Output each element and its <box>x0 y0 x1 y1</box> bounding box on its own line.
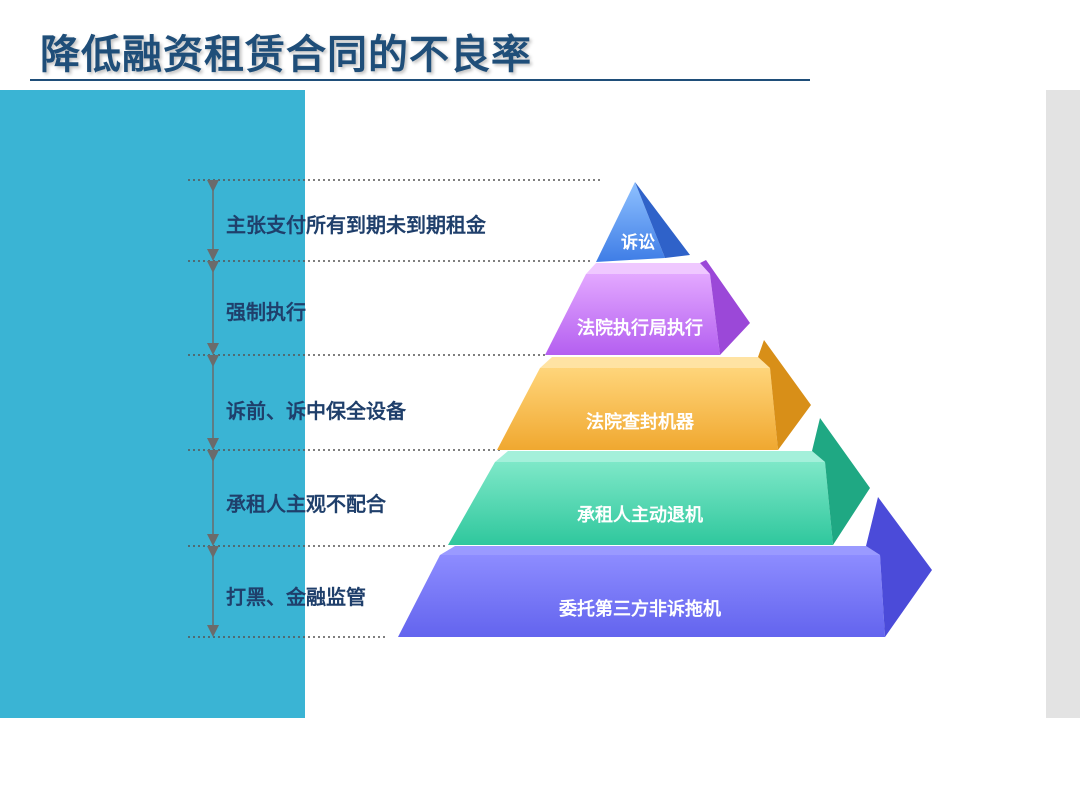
side-label-1: 主张支付所有到期未到期租金 <box>226 213 487 237</box>
separator-lines <box>188 179 600 638</box>
pyramid-text-1: 诉讼 <box>621 232 655 253</box>
pyramid-level-3: 法院查封机器 <box>497 340 811 450</box>
pyramid-level-2: 法院执行局执行 <box>545 260 750 355</box>
page-title: 降低融资租赁合同的不良率 <box>40 32 532 78</box>
pyramid-text-3: 法院查封机器 <box>586 411 695 433</box>
pyramid-text-4: 承租人主动退机 <box>577 504 703 526</box>
right-accent-panel <box>1046 90 1080 718</box>
pyramid-text-5: 委托第三方非诉拖机 <box>558 598 721 620</box>
pyramid-level-5: 委托第三方非诉拖机 <box>398 497 932 637</box>
pyramid-level-1: 诉讼 <box>596 182 690 262</box>
side-label-3: 诉前、诉中保全设备 <box>226 399 407 423</box>
pyramid-text-2: 法院执行局执行 <box>577 317 703 339</box>
side-label-4: 承租人主观不配合 <box>226 492 387 516</box>
left-accent-panel <box>0 90 305 718</box>
title-underline <box>30 79 810 81</box>
side-label-5: 打黑、金融监管 <box>226 585 366 609</box>
side-label-2: 强制执行 <box>226 300 306 324</box>
pyramid-level-4: 承租人主动退机 <box>448 418 870 545</box>
